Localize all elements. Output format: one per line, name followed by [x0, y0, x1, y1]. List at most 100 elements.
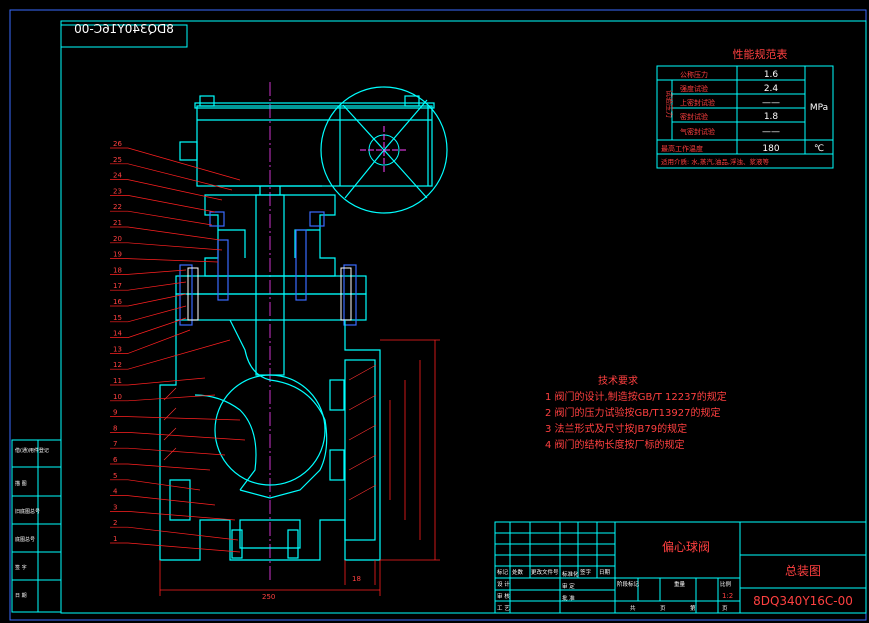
perf-table-title: 性能规范表: [733, 47, 788, 61]
tech-item-3: 4 阀门的结构长度按厂标的规定: [545, 438, 685, 451]
tb-rowr-0: 标准化: [562, 570, 579, 578]
perf-unit-pressure: MPa: [810, 103, 828, 113]
side-table: [11, 439, 62, 613]
perf-label-3: 密封试验: [680, 112, 708, 121]
tb-sheet-1: 页: [660, 605, 666, 612]
gearbox: [179, 95, 435, 195]
leader-line-11: [110, 377, 206, 386]
leader-line-13: [110, 329, 191, 354]
perf-value-1: 2.4: [764, 84, 779, 94]
balloon-label-14: 14: [113, 330, 122, 338]
tb-sheet-3: 页: [722, 605, 728, 612]
tb-rowr-2: 批 准: [562, 594, 575, 602]
side-label-3: 底图总号: [15, 536, 35, 543]
dim-length: 250: [262, 593, 275, 601]
perf-value-3: 1.8: [764, 112, 779, 122]
balloon-label-11: 11: [113, 377, 122, 385]
code-box: [60, 24, 188, 48]
side-label-4: 签 字: [15, 564, 27, 571]
balloon-label-18: 18: [113, 266, 122, 274]
perf-value-2: ——: [762, 98, 780, 108]
side-label-5: 日 期: [15, 593, 27, 599]
balloon-label-25: 25: [113, 156, 122, 164]
tech-item-0: 1 阀门的设计,制造按GB/T 12237的规定: [545, 390, 727, 403]
leader-line-21: [110, 226, 221, 241]
balloon-label-19: 19: [113, 251, 122, 259]
side-label-1: 描 图: [15, 480, 27, 487]
tb-mark-0: 标记: [497, 568, 509, 576]
tb-mark-4: 日期: [599, 569, 611, 576]
leader-line-25: [110, 163, 233, 191]
leader-line-15: [110, 305, 187, 323]
balloon-label-26: 26: [113, 140, 122, 148]
balloon-label-17: 17: [113, 282, 122, 290]
tb-row-1: 审 核: [497, 592, 510, 600]
tech-item-1: 2 阀门的压力试验按GB/T13927的规定: [545, 406, 720, 419]
perf-value-0: 1.6: [764, 70, 779, 80]
leader-line-8: [110, 432, 246, 441]
tb-weight-0: 阶段标记: [617, 580, 640, 588]
leader-line-26: [110, 147, 241, 181]
balloon-label-1: 1: [113, 535, 117, 543]
mirrored-code: 8DQ340Y16C-00: [74, 22, 174, 36]
tb-sheet-0: 共: [630, 604, 636, 612]
balloon-label-10: 10: [113, 393, 122, 401]
leader-line-19: [110, 258, 219, 263]
tech-item-2: 3 法兰形式及尺寸按JB79的规定: [545, 422, 687, 435]
leader-line-14: [110, 317, 187, 338]
leader-line-7: [110, 447, 226, 456]
leader-line-9: [110, 416, 241, 421]
leader-line-23: [110, 195, 216, 213]
balloon-label-12: 12: [113, 361, 122, 369]
side-label-0: 借(通)用件登记: [15, 447, 49, 454]
leader-line-3: [110, 511, 236, 521]
balloon-label-7: 7: [113, 440, 117, 448]
leader-line-16: [110, 293, 187, 307]
balloon-label-21: 21: [113, 219, 122, 227]
balloon-label-22: 22: [113, 203, 122, 211]
balloon-label-23: 23: [113, 187, 122, 195]
perf-label-2: 上密封试验: [680, 98, 715, 107]
leader-line-10: [110, 394, 216, 402]
leader-line-12: [110, 339, 231, 370]
handwheel-rim: [320, 86, 448, 214]
balloon-label-6: 6: [113, 456, 118, 464]
leader-line-24: [110, 179, 223, 201]
tb-row-0: 设 计: [497, 580, 510, 588]
balloon-label-3: 3: [113, 503, 117, 511]
perf-label-0: 公称压力: [680, 70, 708, 79]
bolts: [179, 211, 357, 326]
dimension-lines: [159, 339, 440, 596]
tech-title: 技术要求: [598, 374, 638, 387]
tb-drawing-type: 总装图: [785, 564, 821, 578]
leader-line-5: [110, 479, 201, 491]
leader-line-20: [110, 242, 223, 251]
leader-lines: 2625242322212019181716151413121110987654…: [110, 140, 246, 553]
leader-line-18: [110, 269, 187, 275]
tb-row-2: 工 艺: [497, 605, 510, 612]
balloon-label-8: 8: [113, 424, 117, 432]
tb-rowr-1: 审 定: [562, 582, 575, 590]
perf-label-1: 强度试验: [680, 84, 708, 93]
leader-line-4: [110, 495, 216, 506]
balloon-label-5: 5: [113, 472, 117, 480]
perf-table: [656, 65, 834, 169]
balloon-label-4: 4: [113, 488, 118, 496]
dim-flange: 18: [352, 575, 361, 583]
title-block: [494, 521, 867, 614]
side-label-2: 旧底图总号: [15, 508, 40, 515]
perf-medium: 适用介质: 水,蒸汽,油品,浮浊、浆液等: [661, 157, 769, 166]
balloon-label-24: 24: [113, 172, 122, 180]
tb-mark-3: 签字: [580, 568, 592, 576]
balloon-label-13: 13: [113, 345, 122, 353]
tb-mark-2: 更改文件号: [531, 568, 559, 576]
perf-label-5: 最高工作温度: [661, 144, 703, 153]
perf-group-label: 试验压力: [665, 90, 674, 118]
balloon-label-15: 15: [113, 314, 122, 322]
leader-line-2: [110, 526, 239, 541]
bonnet: [175, 194, 367, 376]
leader-line-17: [110, 281, 187, 291]
balloon-label-2: 2: [113, 519, 117, 527]
balloon-label-20: 20: [113, 235, 122, 243]
